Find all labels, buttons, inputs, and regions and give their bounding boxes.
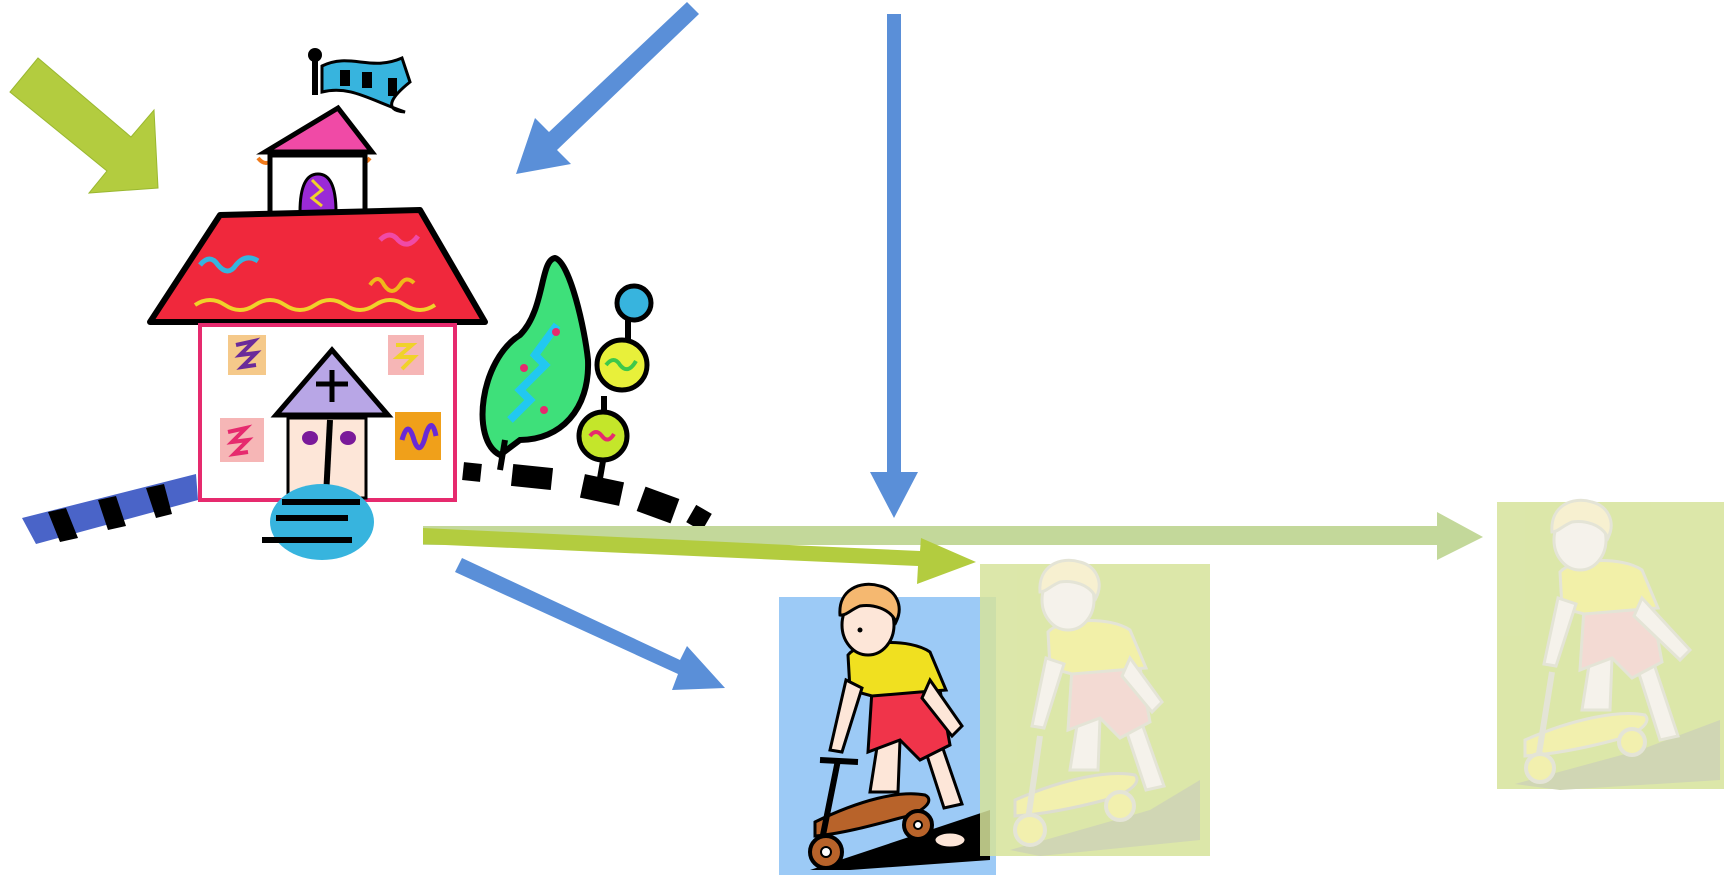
blue-arrow-upper-diagonal xyxy=(516,2,699,174)
green-arrow-middle xyxy=(423,528,976,584)
schoolhouse-icon xyxy=(147,48,488,560)
bush-icon xyxy=(479,254,654,491)
blue-arrow-lower-diagonal xyxy=(455,558,725,690)
path-right-icon xyxy=(462,462,712,532)
child-on-scooter-icon xyxy=(779,582,996,875)
blue-arrow-vertical xyxy=(870,14,918,518)
child-on-scooter-faded-icon xyxy=(980,558,1210,856)
path-left-icon xyxy=(22,474,198,544)
green-arrow-long-faded xyxy=(423,512,1483,560)
green-arrow-top-left xyxy=(9,57,159,194)
child-on-scooter-far-faded-icon xyxy=(1497,498,1724,790)
